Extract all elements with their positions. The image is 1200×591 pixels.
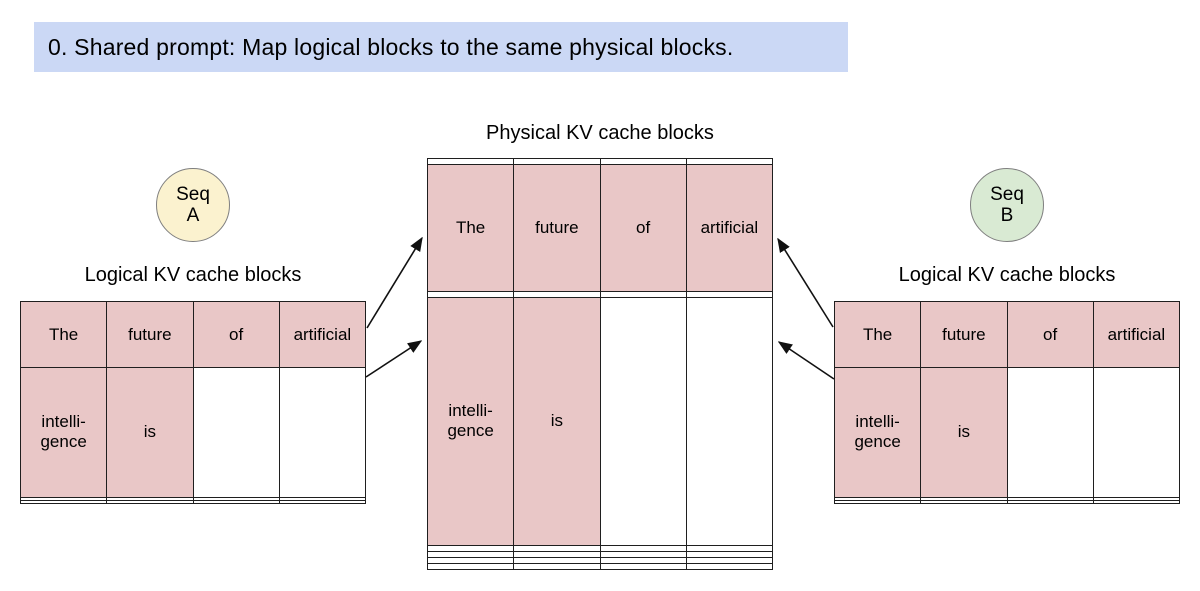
- token-cell: The: [833, 300, 922, 369]
- empty-cell: [19, 499, 108, 505]
- empty-cell: [685, 550, 774, 558]
- seq-b-label-line2: B: [1000, 205, 1014, 226]
- arrow-seq-b-block0: [777, 237, 834, 328]
- token-cell: intelli- gence: [19, 367, 108, 498]
- token-cell: The: [19, 300, 108, 369]
- empty-cell: [192, 367, 280, 498]
- token-cell: future: [920, 300, 1008, 369]
- step-banner: 0. Shared prompt: Map logical blocks to …: [34, 22, 848, 72]
- empty-cell: [106, 499, 194, 505]
- token-cell: is: [920, 367, 1008, 498]
- empty-cell: [685, 562, 774, 571]
- table-row: [426, 157, 774, 166]
- empty-cell: [1092, 367, 1181, 498]
- token-cell: of: [1006, 300, 1094, 369]
- empty-cell: [278, 499, 367, 505]
- empty-cell: [426, 562, 515, 571]
- token-cell: future: [513, 164, 601, 292]
- empty-cell: [192, 499, 280, 505]
- token-cell: future: [106, 300, 194, 369]
- table-row: [19, 499, 367, 505]
- token-cell: intelli- gence: [426, 296, 515, 546]
- empty-cell: [599, 296, 687, 546]
- seq-b-badge: Seq B: [970, 168, 1044, 242]
- arrow-seq-a-block1: [365, 340, 423, 378]
- empty-cell: [685, 157, 774, 166]
- empty-cell: [1092, 499, 1181, 505]
- empty-cell: [920, 499, 1008, 505]
- token-cell: artificial: [1092, 300, 1181, 369]
- arrow-seq-a-block0: [366, 236, 423, 329]
- empty-cell: [278, 367, 367, 498]
- empty-cell: [685, 544, 774, 552]
- token-cell: intelli- gence: [833, 367, 922, 498]
- logical-table-right-title: Logical KV cache blocks: [898, 264, 1116, 286]
- empty-cell: [513, 562, 601, 571]
- table-row: [833, 499, 1181, 505]
- seq-a-label-line1: Seq: [176, 184, 210, 205]
- token-cell: The: [426, 164, 515, 292]
- empty-cell: [1006, 367, 1094, 498]
- logical-table-left-title: Logical KV cache blocks: [84, 264, 302, 286]
- seq-a-badge: Seq A: [156, 168, 230, 242]
- empty-cell: [685, 296, 774, 546]
- empty-cell: [685, 290, 774, 298]
- table-row: [426, 290, 774, 298]
- token-cell: of: [192, 300, 280, 369]
- arrow-seq-b-block1: [777, 341, 835, 380]
- empty-cell: [599, 562, 687, 571]
- empty-cell: [833, 499, 922, 505]
- token-cell: is: [513, 296, 601, 546]
- seq-a-label-line2: A: [186, 205, 200, 226]
- table-row: [426, 544, 774, 552]
- token-cell: artificial: [278, 300, 367, 369]
- token-cell: is: [106, 367, 194, 498]
- table-row: [426, 562, 774, 571]
- seq-b-label-line1: Seq: [990, 184, 1024, 205]
- token-cell: artificial: [685, 164, 774, 292]
- step-banner-text: 0. Shared prompt: Map logical blocks to …: [48, 33, 734, 60]
- empty-cell: [1006, 499, 1094, 505]
- table-row: [426, 550, 774, 558]
- token-cell: of: [599, 164, 687, 292]
- physical-table-title: Physical KV cache blocks: [486, 122, 714, 144]
